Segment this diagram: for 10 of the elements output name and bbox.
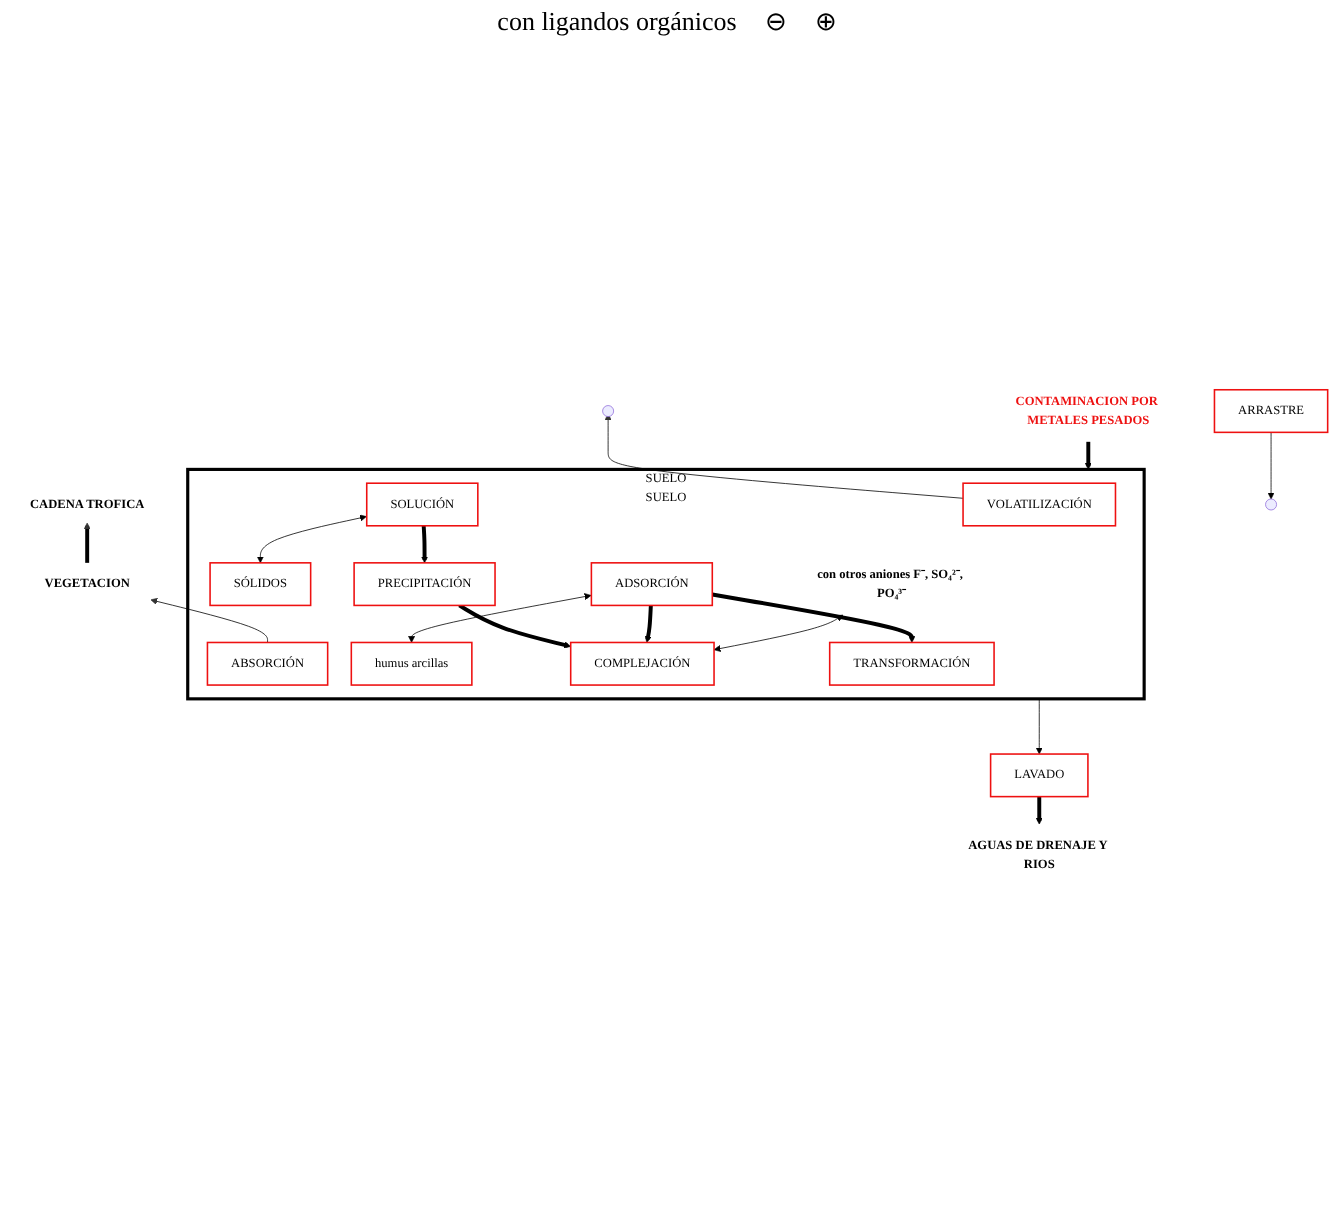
arrow — [458, 603, 571, 649]
arrow — [711, 592, 916, 643]
note-text: ⊕ — [814, 6, 837, 38]
note-text: con ligandos orgánicos — [497, 6, 737, 38]
arrow — [83, 522, 91, 563]
arrow — [421, 525, 429, 564]
arrow — [644, 605, 653, 643]
arrow — [1035, 796, 1043, 825]
arrow — [1084, 441, 1092, 470]
note-text: ⊖ — [764, 6, 787, 38]
